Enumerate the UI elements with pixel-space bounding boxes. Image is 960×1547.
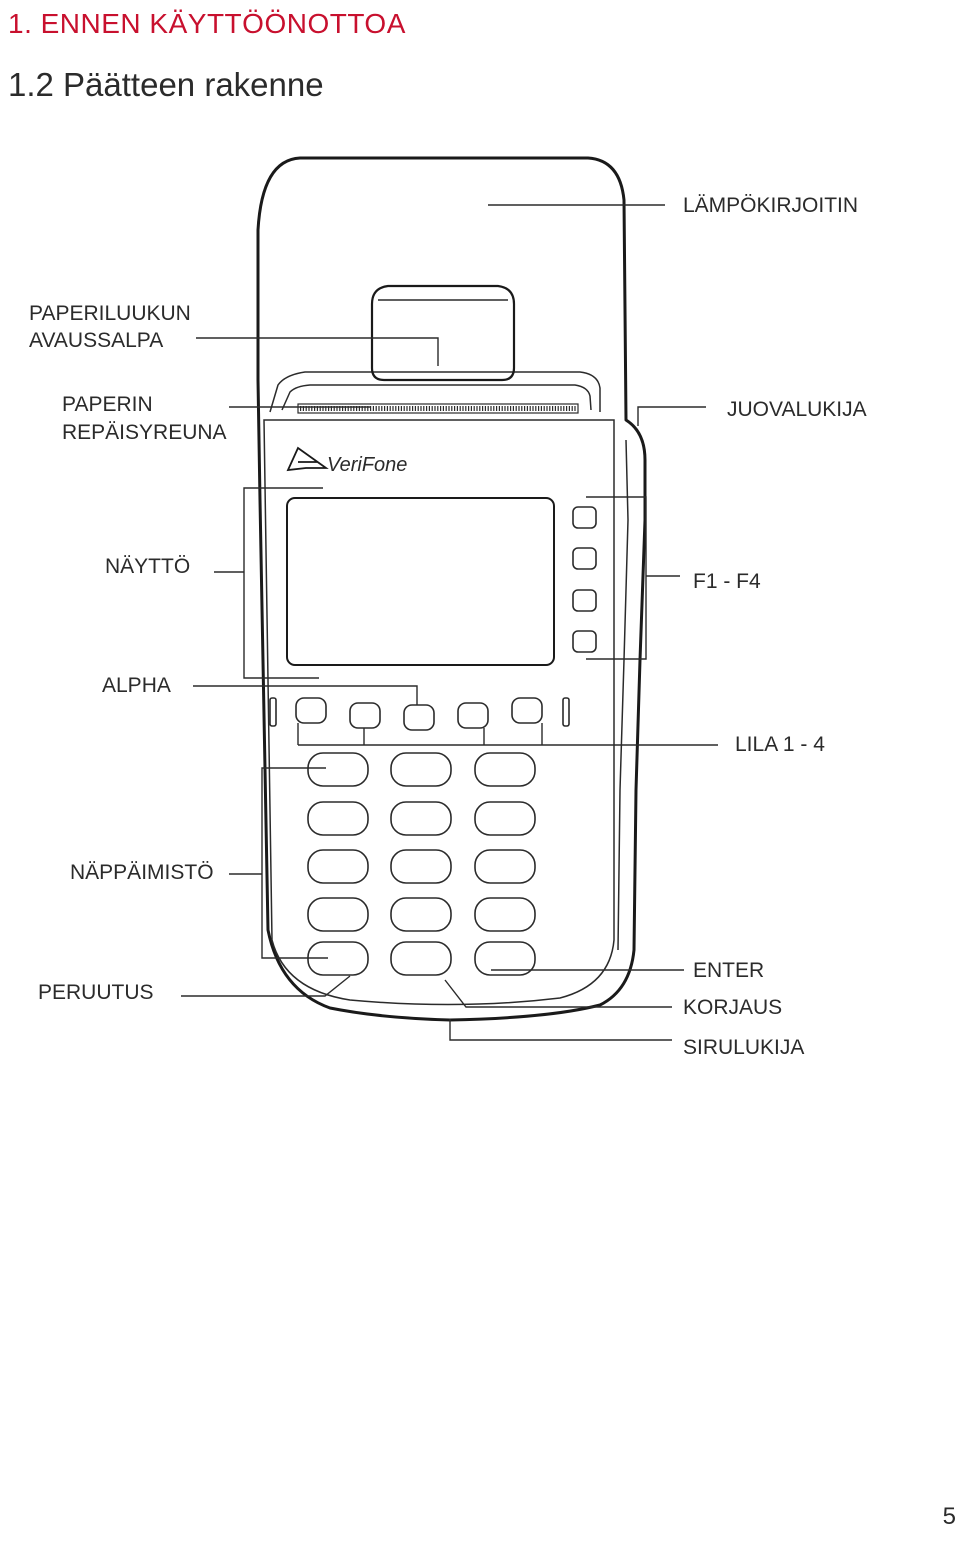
label-sirulukija: SIRULUKIJA xyxy=(683,1036,804,1059)
leader-keypad-bracket xyxy=(261,767,328,959)
lila-4-key xyxy=(511,697,543,724)
label-nappaimisto: NÄPPÄIMISTÖ xyxy=(70,861,214,884)
f4-key xyxy=(572,630,597,653)
label-paperiluukun-1: PAPERILUUKUN xyxy=(29,302,191,325)
f2-key xyxy=(572,547,597,570)
keypad-key xyxy=(390,897,452,932)
lila-3-key xyxy=(457,702,489,729)
keypad-key xyxy=(307,897,369,932)
side-slot-right xyxy=(562,697,570,727)
label-juovalukija: JUOVALUKIJA xyxy=(727,398,867,421)
label-paperin-1: PAPERIN xyxy=(62,393,153,416)
verifone-logo-mark xyxy=(286,446,329,472)
paper-door-latch xyxy=(370,284,516,382)
label-korjaus: KORJAUS xyxy=(683,996,782,1019)
leader-naytto-bracket xyxy=(243,487,323,679)
page-number: 5 xyxy=(942,1503,956,1530)
keypad-key xyxy=(474,849,536,884)
keypad-key xyxy=(390,849,452,884)
label-enter: ENTER xyxy=(693,959,764,982)
label-peruutus: PERUUTUS xyxy=(38,981,154,1004)
keypad-key xyxy=(474,752,536,787)
lila-2-key xyxy=(349,702,381,729)
label-naytto: NÄYTTÖ xyxy=(105,555,190,578)
magstripe-groove xyxy=(617,439,629,951)
lila-1-key xyxy=(295,697,327,724)
keypad xyxy=(307,752,536,976)
subsection-title: 1.2 Päätteen rakenne xyxy=(8,66,324,103)
f3-key xyxy=(572,589,597,612)
alpha-key xyxy=(403,704,435,731)
label-alpha: ALPHA xyxy=(102,674,171,697)
verifone-logo: VeriFone xyxy=(286,446,407,476)
keypad-key xyxy=(307,752,369,787)
part-labels: LÄMPÖKIRJOITIN PAPERILUUKUN AVAUSSALPA P… xyxy=(29,194,867,1059)
enter-key xyxy=(474,941,536,976)
keypad-key xyxy=(307,801,369,836)
label-lampokirjoitin: LÄMPÖKIRJOITIN xyxy=(683,194,858,217)
f1-key xyxy=(572,506,597,529)
leader-alpha xyxy=(193,685,418,705)
label-paperin-2: REPÄISYREUNA xyxy=(62,421,227,444)
keypad-key xyxy=(390,801,452,836)
leader-f-keys-bracket xyxy=(586,496,647,660)
paper-tear-edge xyxy=(297,403,579,414)
section-header: 1. ENNEN KÄYTTÖÖNOTTOA xyxy=(8,8,406,39)
leader-paper-latch xyxy=(196,337,439,366)
keypad-key xyxy=(307,849,369,884)
leader-sirulukija xyxy=(449,1019,672,1041)
keypad-key xyxy=(474,897,536,932)
correction-key xyxy=(390,941,452,976)
label-f-keys: F1 - F4 xyxy=(693,570,761,593)
leader-lines xyxy=(181,204,718,1041)
leader-peruutus xyxy=(181,975,351,997)
side-slot-left xyxy=(269,697,277,727)
label-lila: LILA 1 - 4 xyxy=(735,733,825,756)
leader-korjaus xyxy=(444,979,672,1008)
keypad-key xyxy=(474,801,536,836)
verifone-logo-text: VeriFone xyxy=(327,454,407,476)
terminal-faceplate xyxy=(263,419,615,1006)
label-paperiluukun-2: AVAUSSALPA xyxy=(29,329,163,352)
leader-juovalukija xyxy=(637,406,706,426)
printer-cradle xyxy=(269,371,601,413)
terminal-body-outline xyxy=(256,156,647,1022)
keypad-key xyxy=(390,752,452,787)
display-screen xyxy=(286,497,555,666)
printer-cradle-inner xyxy=(281,384,592,411)
